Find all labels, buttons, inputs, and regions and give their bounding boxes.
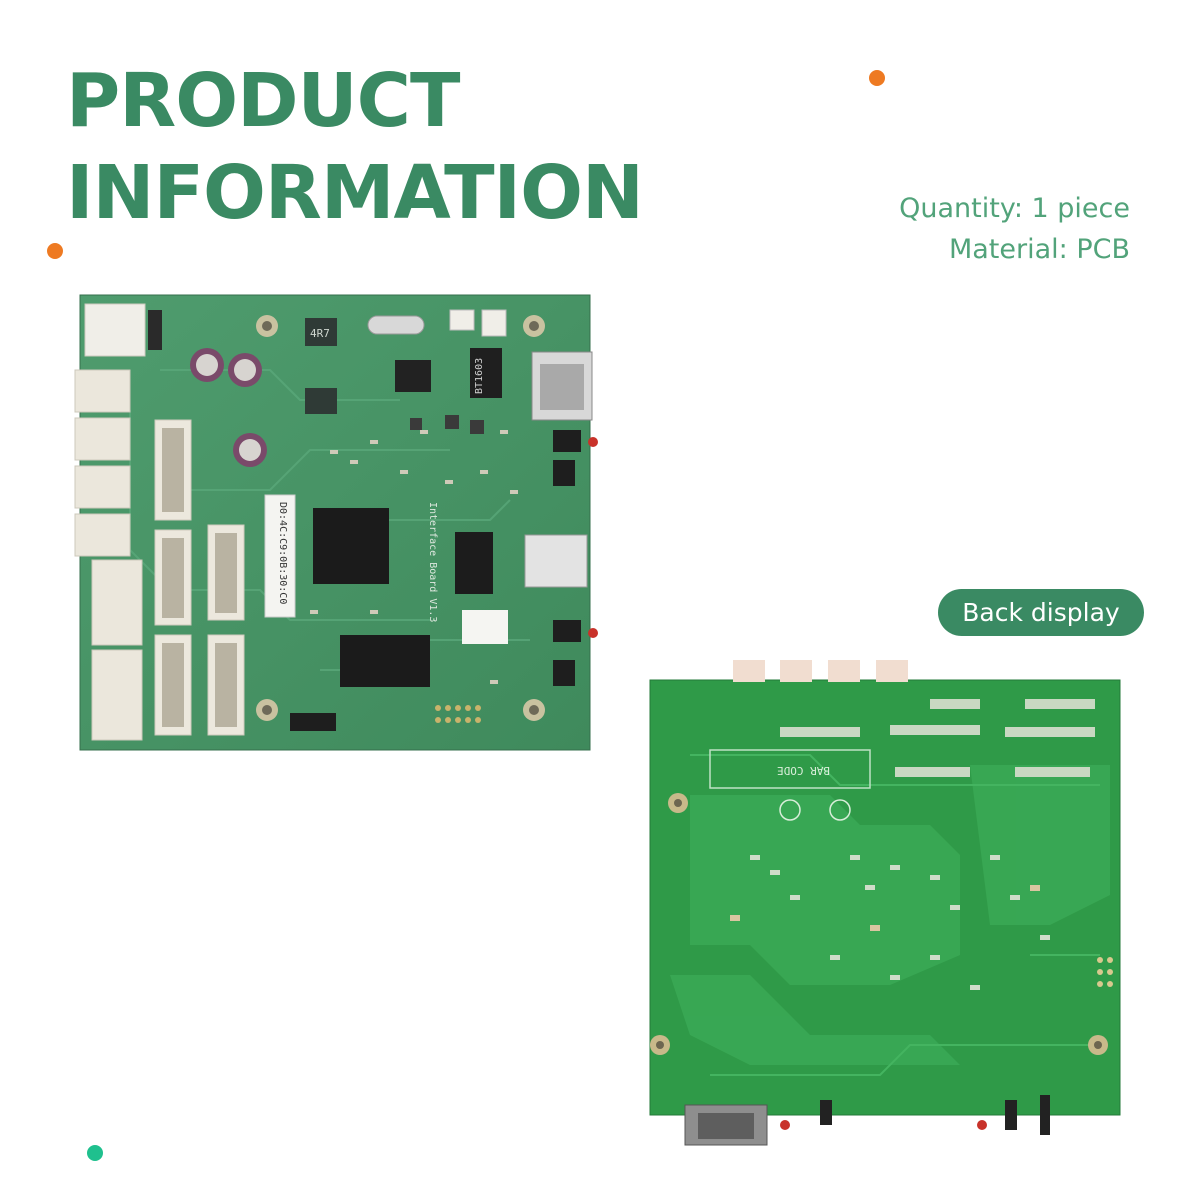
material-text: Material: PCB bbox=[948, 234, 1130, 265]
heading-line-1: PRODUCT bbox=[66, 58, 460, 144]
main-processor bbox=[313, 508, 389, 584]
inductor-label: 4R7 bbox=[310, 327, 330, 340]
chip-label: BT1603 bbox=[474, 358, 485, 394]
mounting-holes bbox=[256, 315, 545, 721]
decorative-dot bbox=[47, 243, 63, 259]
quantity-text: Quantity: 1 piece bbox=[899, 193, 1130, 224]
decorative-dot bbox=[87, 1145, 103, 1161]
back-display-badge: Back display bbox=[938, 589, 1144, 636]
heading-line-2: INFORMATION bbox=[66, 150, 644, 236]
decorative-dot bbox=[869, 70, 885, 86]
front-board-image: 4R7 BT1603 D0:4C:C9:0B:30:C0 Interface B… bbox=[74, 294, 598, 751]
board-name-label: Interface Board V1.3 bbox=[427, 502, 438, 622]
mac-sticker-label: D0:4C:C9:0B:30:C0 bbox=[277, 502, 288, 604]
back-board-image: BAR CODE bbox=[649, 660, 1121, 1146]
barcode-label: BAR CODE bbox=[777, 764, 830, 777]
